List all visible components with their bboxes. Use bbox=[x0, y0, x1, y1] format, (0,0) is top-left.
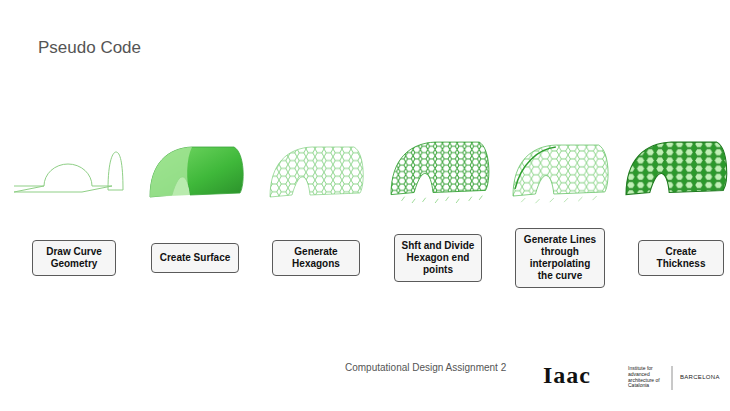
logo-text: Institute for advanced architecture of C… bbox=[628, 366, 668, 389]
slide-title: Pseudo Code bbox=[38, 38, 141, 58]
step-label: Shft and Divide Hexagon end points bbox=[395, 235, 481, 281]
logo-divider bbox=[672, 366, 673, 390]
step-label: Create Surface bbox=[154, 247, 237, 269]
line-drawing bbox=[513, 145, 608, 203]
step-label: Draw Curve Geometry bbox=[33, 241, 115, 275]
curve-drawing bbox=[14, 152, 123, 192]
footer-text: Computational Design Assignment 2 bbox=[345, 362, 506, 373]
hexagon-drawing bbox=[270, 147, 363, 197]
process-box: Create Thickness bbox=[638, 240, 724, 276]
shifted-hexagon-drawing bbox=[391, 142, 489, 203]
process-box: Generate Hexagons bbox=[272, 240, 360, 276]
step-label: Generate Lines through interpolating the… bbox=[516, 229, 604, 287]
surface-drawing bbox=[150, 147, 243, 197]
logo-city: BARCELONA bbox=[680, 374, 720, 380]
step-label: Create Thickness bbox=[639, 241, 723, 275]
process-box: Shft and Divide Hexagon end points bbox=[394, 234, 482, 282]
process-box: Generate Lines through interpolating the… bbox=[515, 228, 605, 288]
process-box: Draw Curve Geometry bbox=[32, 240, 116, 276]
step-label: Generate Hexagons bbox=[273, 241, 359, 275]
thick-hexagon-drawing bbox=[626, 142, 727, 194]
process-box: Create Surface bbox=[151, 243, 239, 273]
logo-mark: Iaac bbox=[543, 362, 591, 389]
